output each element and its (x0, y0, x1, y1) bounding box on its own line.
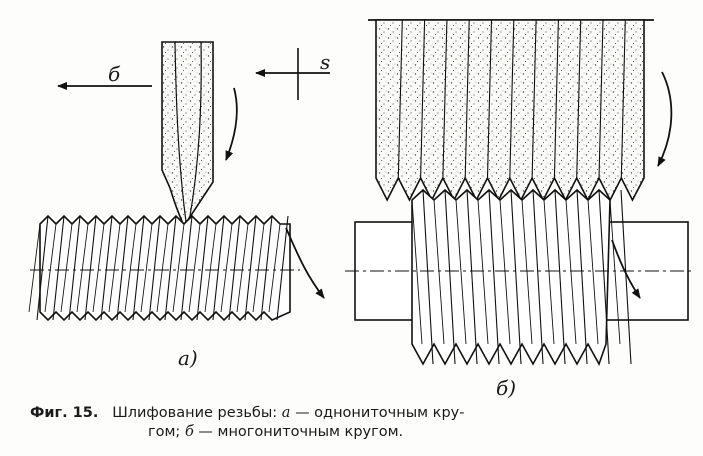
caption-item-a-text: — однониточным кру- (295, 405, 465, 421)
feed-a-label: б (108, 62, 121, 86)
workpiece-b-rotation-arrow (611, 239, 641, 299)
workpiece-b-multi-thread (411, 188, 632, 366)
caption-item-b-letter: б (184, 424, 194, 440)
caption-item-b-text: — многониточным кругом. (198, 424, 404, 440)
feed-b-label: s (320, 50, 331, 74)
single-thread-wheel (161, 41, 214, 228)
panel-a-label: а) (178, 346, 198, 370)
workpiece-a-rotation-arrow (285, 227, 325, 299)
caption-item-a-letter: а (281, 405, 291, 421)
caption-item-a-text-2: гом; (148, 424, 181, 440)
wheel-a-rotation-arrow (225, 87, 238, 161)
multi-thread-wheel (375, 19, 645, 202)
workpiece-a-single-thread (28, 214, 300, 322)
caption-fig-number: Фиг. 15. (30, 405, 99, 421)
figure-caption: Фиг. 15. Шлифование резьбы: а — однонито… (30, 404, 700, 442)
panel-b-label: б) (496, 376, 517, 400)
thread-grinding-figure (28, 19, 692, 366)
caption-title: Шлифование резьбы: (112, 405, 278, 421)
wheel-b-rotation-arrow (657, 71, 673, 167)
